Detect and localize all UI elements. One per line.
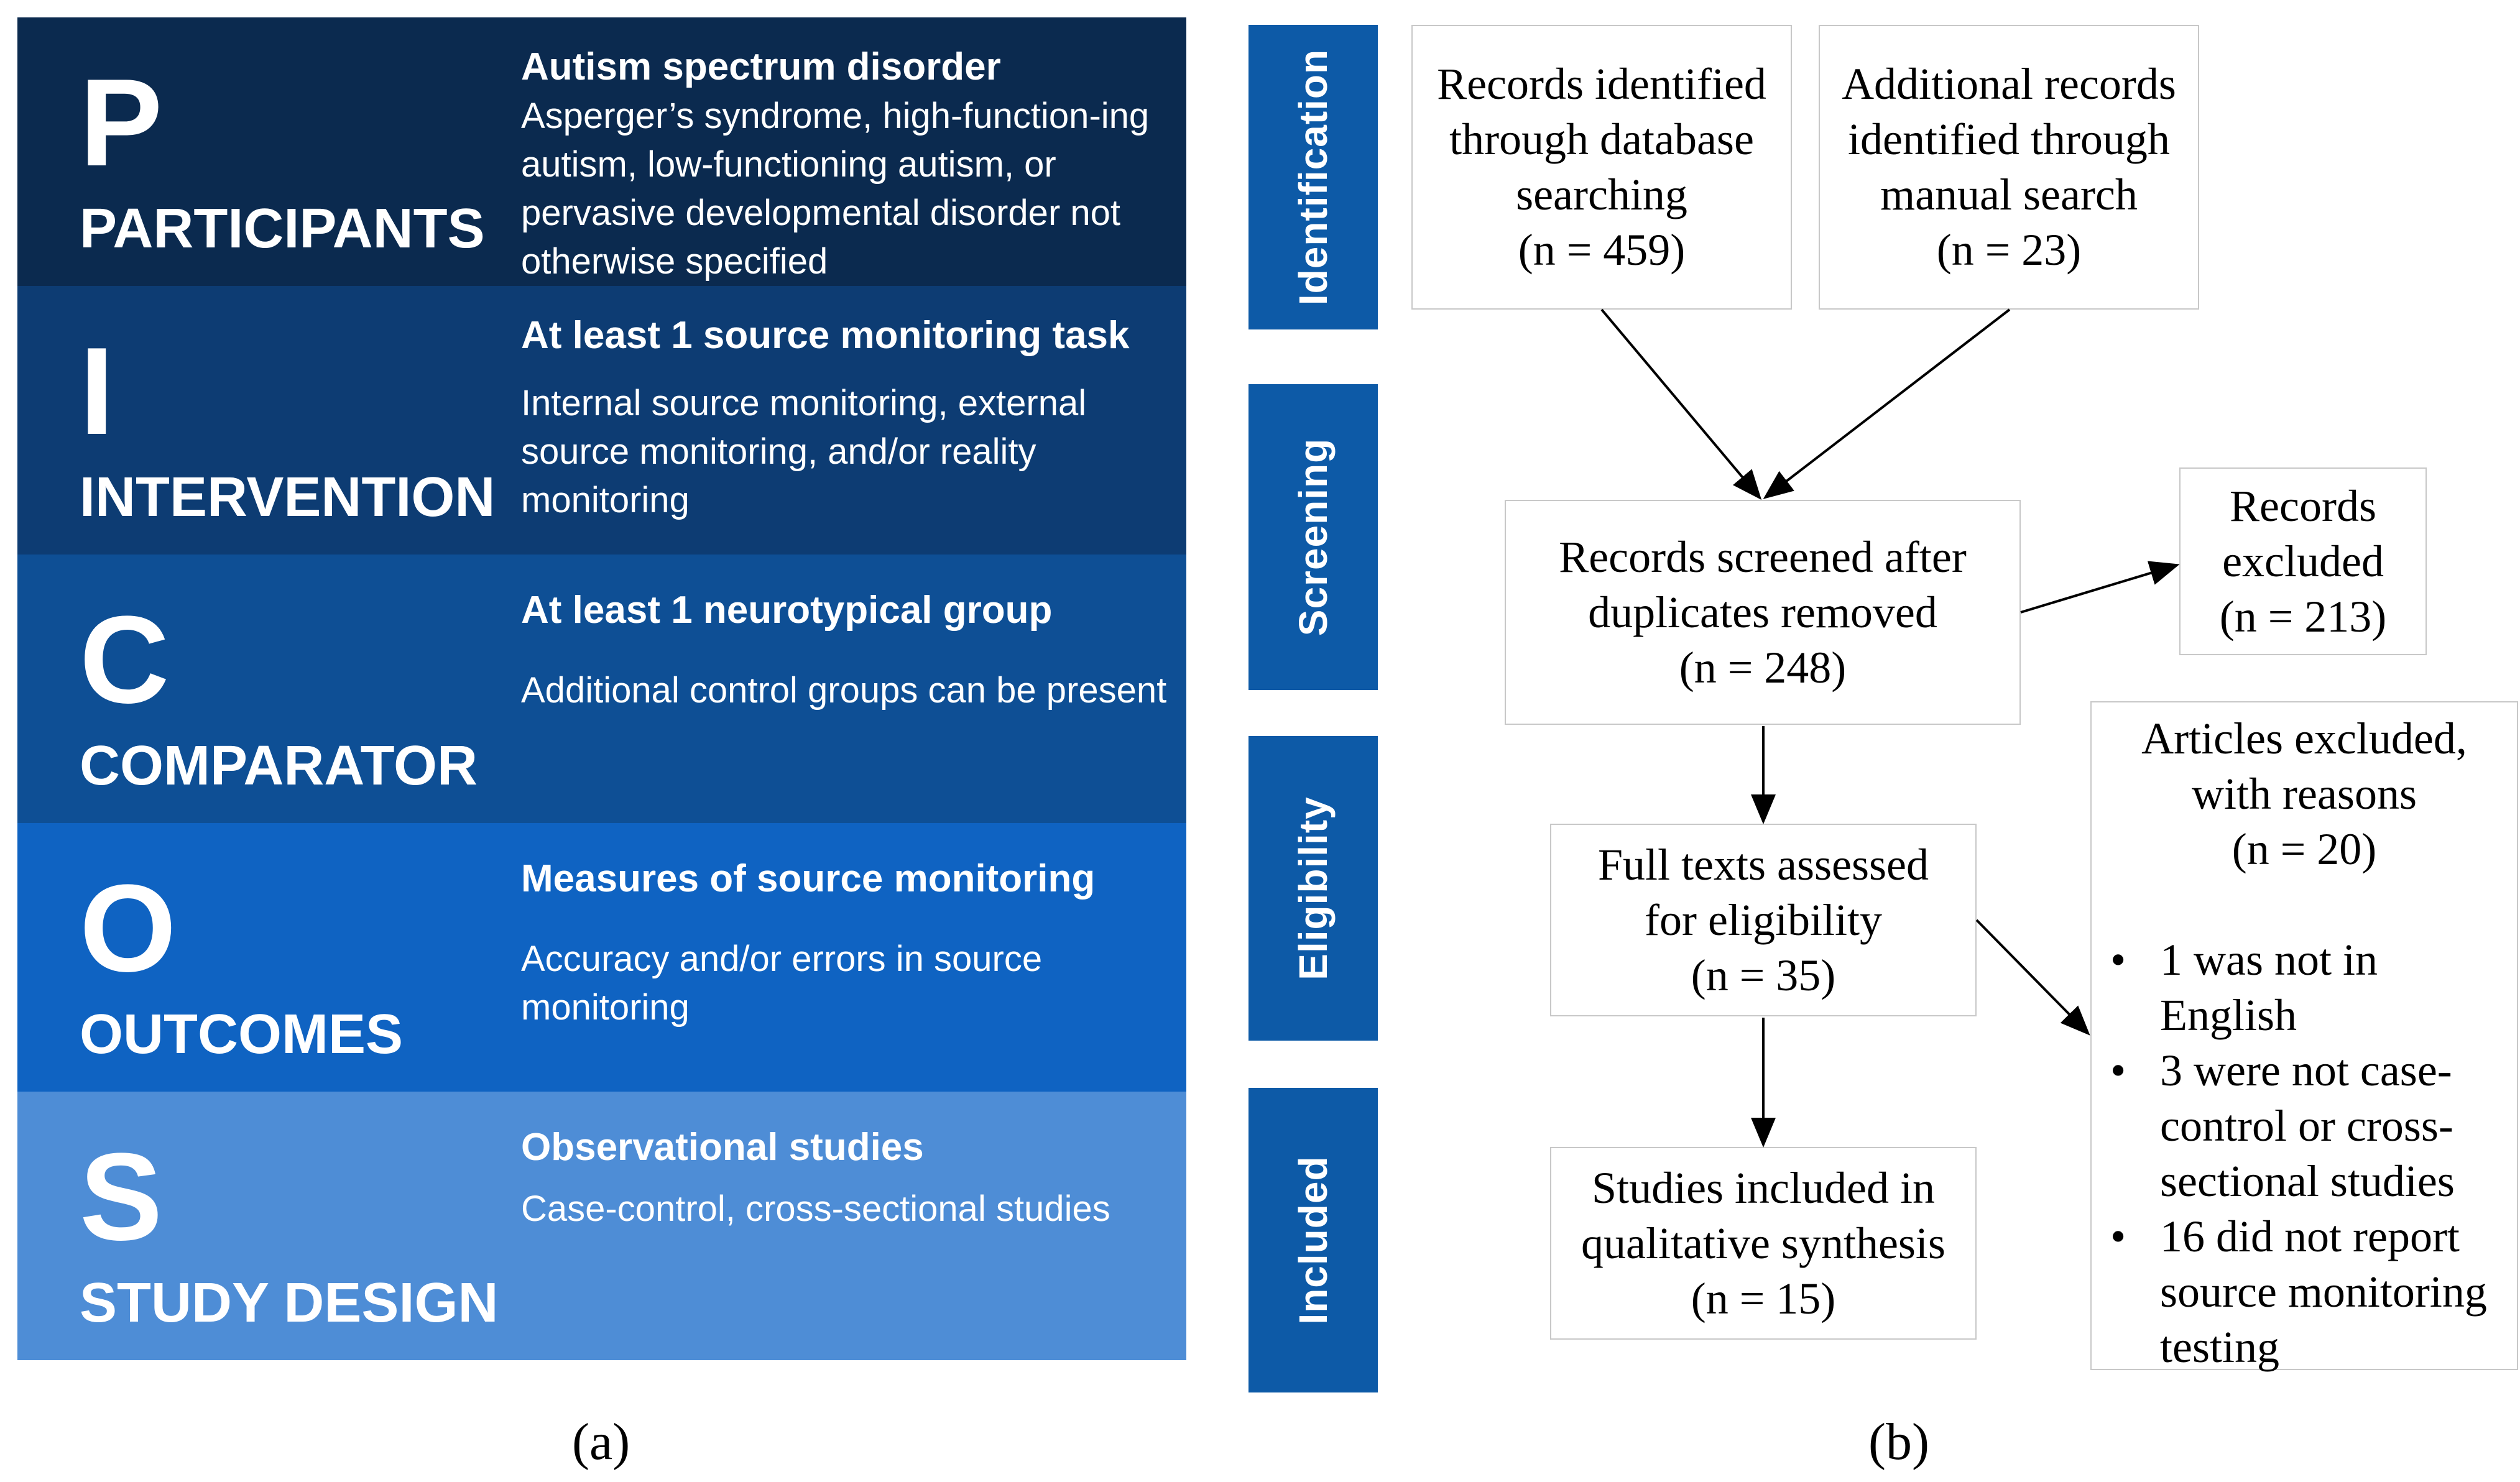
picos-category: INTERVENTION xyxy=(80,466,496,528)
box-line: for eligibility xyxy=(1645,895,1882,945)
box-line: identified through xyxy=(1848,114,2170,164)
stage-eligibility: Eligibility xyxy=(1248,736,1378,1041)
reason-line: English xyxy=(2160,990,2297,1040)
box-records-excluded: Records excluded (n = 213) xyxy=(2179,467,2427,655)
stage-label: Screening xyxy=(1291,438,1336,637)
picos-category: COMPARATOR xyxy=(80,735,478,797)
box-line: Additional records xyxy=(1842,59,2176,109)
box-line: Records xyxy=(2230,481,2376,531)
reason-line: 16 did not report xyxy=(2160,1212,2460,1261)
picos-description: Accuracy and/or errors in source monitor… xyxy=(521,939,1043,1028)
reason-line: testing xyxy=(2160,1322,2279,1372)
arrow-screened-to-excluded xyxy=(2020,561,2180,614)
reason-line: control or cross- xyxy=(2160,1101,2453,1151)
box-line: (n = 213) xyxy=(2219,591,2387,642)
picos-category: STUDY DESIGN xyxy=(80,1272,499,1334)
box-line: manual search xyxy=(1880,170,2138,219)
exclusion-reason: 1 was not in English xyxy=(2092,932,2517,1043)
reason-line: sectional studies xyxy=(2160,1156,2455,1206)
box-line: Studies included in xyxy=(1592,1162,1935,1213)
picos-row-participants: P PARTICIPANTS Autism spectrum disorder … xyxy=(17,17,1186,286)
box-line: qualitative synthesis xyxy=(1581,1218,1945,1268)
box-line: (n = 23) xyxy=(1936,225,2082,275)
picos-letter: I xyxy=(80,322,114,461)
arrow-manual-to-screened xyxy=(1763,308,2011,499)
box-line: Records identified xyxy=(1437,59,1766,109)
picos-description: Internal source monitoring, external sou… xyxy=(521,383,1087,520)
box-line: Full texts assessed xyxy=(1598,839,1929,890)
box-full-texts: Full texts assessed for eligibility (n =… xyxy=(1550,824,1977,1016)
box-studies-included: Studies included in qualitative synthesi… xyxy=(1550,1147,1977,1340)
picos-letter: S xyxy=(80,1128,163,1266)
picos-heading: Autism spectrum disorder xyxy=(521,45,1001,88)
stage-label: Identification xyxy=(1291,48,1336,306)
box-line: searching xyxy=(1516,170,1687,219)
arrow-fulltext-to-excluded xyxy=(1975,919,2090,1036)
picos-category: PARTICIPANTS xyxy=(80,198,485,260)
picos-heading: Measures of source monitoring xyxy=(521,857,1096,900)
box-line: (n = 459) xyxy=(1518,225,1686,275)
stage-included: Included xyxy=(1248,1088,1378,1392)
box-line: through database xyxy=(1449,114,1754,164)
box-records-screened: Records screened after duplicates remove… xyxy=(1505,500,2021,725)
picos-category: OUTCOMES xyxy=(80,1003,404,1065)
picos-description: Asperger’s syndrome, high-function-ing a… xyxy=(521,96,1150,282)
panel-label-a: (a) xyxy=(572,1413,630,1471)
picos-heading: At least 1 source monitoring task xyxy=(521,314,1130,357)
box-line: Records screened after xyxy=(1559,532,1967,582)
box-line: Articles excluded, xyxy=(2141,714,2467,763)
picos-row-outcomes: O OUTCOMES Measures of source monitoring… xyxy=(17,823,1186,1092)
reason-line: source monitoring xyxy=(2160,1267,2487,1317)
exclusion-reason: 16 did not report source monitoring test… xyxy=(2092,1209,2517,1375)
picos-letter: C xyxy=(80,591,170,729)
picos-letter: O xyxy=(80,859,177,998)
picos-heading: Observational studies xyxy=(521,1126,924,1169)
box-line: with reasons xyxy=(2192,769,2417,819)
picos-description: Additional control groups can be present xyxy=(521,670,1167,711)
picos-row-intervention: I INTERVENTION At least 1 source monitor… xyxy=(17,286,1186,555)
exclusion-reason: 3 were not case- control or cross- secti… xyxy=(2092,1043,2517,1209)
arrow-database-to-screened xyxy=(1600,308,1762,500)
stage-label: Included xyxy=(1291,1156,1336,1325)
stage-label: Eligibility xyxy=(1291,796,1336,980)
picos-description: Case-control, cross-sectional studies xyxy=(521,1189,1110,1229)
reason-line: 3 were not case- xyxy=(2160,1046,2452,1095)
stage-identification: Identification xyxy=(1248,25,1378,329)
box-line: (n = 20) xyxy=(2232,824,2377,874)
reason-line: 1 was not in xyxy=(2160,935,2378,985)
box-line: excluded xyxy=(2222,536,2384,586)
picos-row-study-design: S STUDY DESIGN Observational studies Cas… xyxy=(17,1092,1186,1360)
box-manual-records: Additional records identified through ma… xyxy=(1819,25,2199,310)
box-articles-excluded: Articles excluded, with reasons (n = 20)… xyxy=(2090,701,2518,1372)
box-line: duplicates removed xyxy=(1588,587,1937,637)
picos-row-comparator: C COMPARATOR At least 1 neurotypical gro… xyxy=(17,555,1186,823)
box-line: (n = 15) xyxy=(1691,1273,1836,1323)
picos-letter: P xyxy=(80,53,163,192)
exclusion-reasons-list: 1 was not in English 3 were not case- co… xyxy=(2092,932,2517,1375)
box-line: (n = 248) xyxy=(1679,642,1847,693)
picos-heading: At least 1 neurotypical group xyxy=(521,589,1053,632)
box-database-records: Records identified through database sear… xyxy=(1411,25,1792,310)
stage-screening: Screening xyxy=(1248,384,1378,690)
panel-label-b: (b) xyxy=(1868,1413,1929,1471)
box-line: (n = 35) xyxy=(1691,950,1836,1000)
